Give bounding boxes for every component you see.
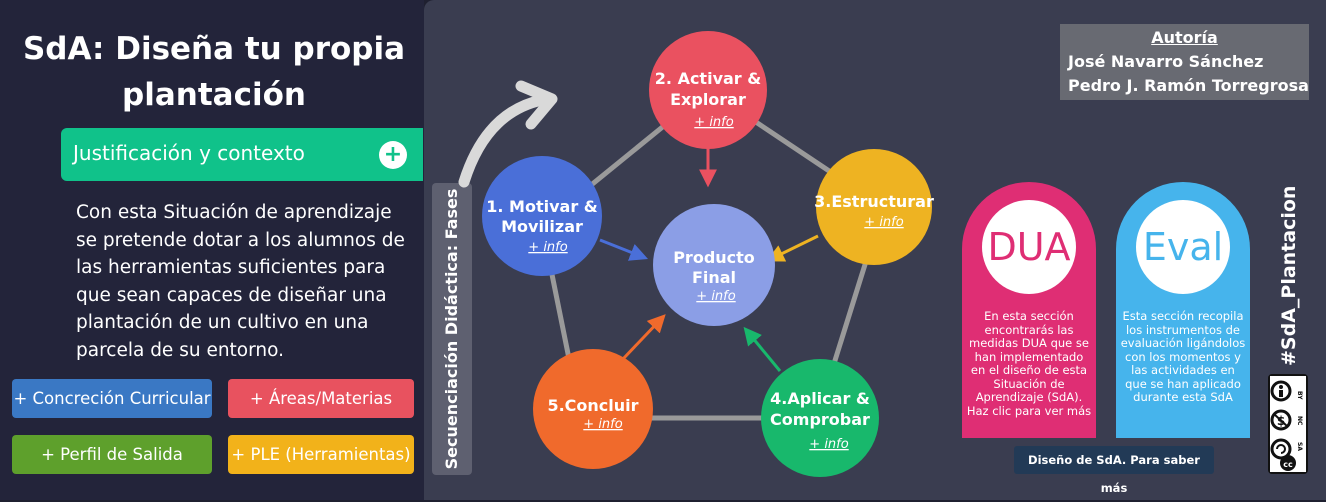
authorship-box: Autoría José Navarro Sánchez Pedro J. Ra… bbox=[1060, 24, 1309, 100]
node-motivar-title-2: Movilizar bbox=[501, 217, 583, 236]
node-motivar-info-link[interactable]: + info bbox=[528, 240, 567, 255]
svg-text:cc: cc bbox=[1283, 460, 1293, 469]
node-aplicar-title-1: 4.Aplicar & bbox=[770, 389, 870, 408]
author-name-1: José Navarro Sánchez bbox=[1068, 52, 1264, 71]
node-concluir[interactable]: 5.Concluir + info bbox=[533, 349, 653, 469]
node-producto-info-link[interactable]: + info bbox=[696, 289, 735, 304]
dua-card[interactable]: DUA En esta sección encontrarás las medi… bbox=[962, 182, 1096, 438]
sa-sharealike-icon bbox=[1270, 438, 1292, 460]
areas-materias-button[interactable]: + Áreas/Materias bbox=[228, 379, 414, 418]
node-concluir-info-link[interactable]: + info bbox=[583, 417, 622, 432]
description-text: Con esta Situación de aprendizaje se pre… bbox=[76, 202, 405, 361]
node-activar-info-link[interactable]: + info bbox=[694, 115, 733, 130]
arrow-estructurar-to-producto bbox=[766, 234, 819, 262]
node-activar-title-1: 2. Activar & bbox=[655, 69, 761, 88]
by-attribution-icon bbox=[1270, 380, 1292, 402]
left-panel: SdA: Diseña tu propia plantación Justifi… bbox=[0, 0, 424, 500]
license-sa: SA bbox=[1296, 442, 1303, 451]
nc-noncommercial-icon bbox=[1270, 409, 1292, 431]
justification-button[interactable]: Justificación y contexto + bbox=[61, 128, 423, 181]
author-name-2: Pedro J. Ramón Torregrosa bbox=[1068, 76, 1309, 95]
cc-logo-icon bbox=[1280, 455, 1296, 471]
concrecion-curricular-button[interactable]: + Concreción Curricular bbox=[12, 379, 212, 418]
node-producto-title-2: Final bbox=[692, 268, 736, 287]
eval-badge: Eval bbox=[1136, 200, 1230, 294]
node-producto-final[interactable]: Producto Final + info bbox=[653, 204, 775, 326]
curved-arrow-icon bbox=[458, 94, 548, 188]
eval-card[interactable]: Eval Esta sección recopila los instrumen… bbox=[1116, 182, 1250, 438]
eval-description: Esta sección recopila los instrumentos d… bbox=[1120, 309, 1246, 404]
dua-badge: DUA bbox=[982, 200, 1076, 294]
dua-description: En esta sección encontrarás las medidas … bbox=[966, 309, 1092, 418]
license-nc: NC bbox=[1296, 416, 1303, 426]
node-aplicar[interactable]: 4.Aplicar & Comprobar + info bbox=[761, 359, 879, 477]
page-title: SdA: Diseña tu propia plantación bbox=[22, 31, 406, 113]
node-estructurar-title-1: 3.Estructurar bbox=[814, 192, 934, 211]
node-concluir-title-1: 5.Concluir bbox=[547, 396, 638, 415]
plus-icon[interactable]: + bbox=[379, 141, 407, 169]
creative-commons-badge[interactable]: $ cc BY NC SA bbox=[1268, 374, 1308, 474]
justification-label: Justificación y contexto bbox=[73, 141, 305, 165]
cc-license-icon: $ cc BY NC SA bbox=[1270, 376, 1306, 472]
node-aplicar-title-2: Comprobar bbox=[770, 410, 870, 429]
ple-herramientas-button[interactable]: + PLE (Herramientas) bbox=[228, 435, 414, 474]
curved-arrow-head-icon bbox=[515, 80, 558, 130]
phases-diagram: 2. Activar & Explorar + info 1. Motivar … bbox=[458, 31, 934, 477]
hashtag-label: #SdA_Plantacion bbox=[1278, 185, 1300, 366]
node-aplicar-info-link[interactable]: + info bbox=[809, 437, 848, 452]
license-by: BY bbox=[1296, 391, 1303, 400]
node-producto-title-1: Producto bbox=[673, 248, 755, 267]
node-estructurar-info-link[interactable]: + info bbox=[864, 215, 903, 230]
perfil-salida-button[interactable]: + Perfil de Salida bbox=[12, 435, 212, 474]
hashtag-box: #SdA_Plantacion bbox=[1270, 185, 1308, 366]
node-activar[interactable]: 2. Activar & Explorar + info bbox=[649, 31, 767, 149]
arrow-motivar-to-producto bbox=[599, 238, 649, 261]
more-info-button[interactable]: Diseño de SdA. Para saber más bbox=[1014, 446, 1214, 495]
node-activar-title-2: Explorar bbox=[670, 90, 746, 109]
arrow-concluir-to-producto bbox=[621, 314, 666, 361]
node-estructurar[interactable]: 3.Estructurar + info bbox=[814, 149, 934, 265]
node-motivar[interactable]: 1. Motivar & Movilizar + info bbox=[482, 156, 602, 276]
arrow-aplicar-to-producto bbox=[743, 326, 782, 372]
authorship-heading: Autoría bbox=[1151, 28, 1218, 47]
node-motivar-title-1: 1. Motivar & bbox=[486, 197, 598, 216]
phases-label-bar: Secuenciación Didáctica: Fases bbox=[432, 183, 472, 475]
